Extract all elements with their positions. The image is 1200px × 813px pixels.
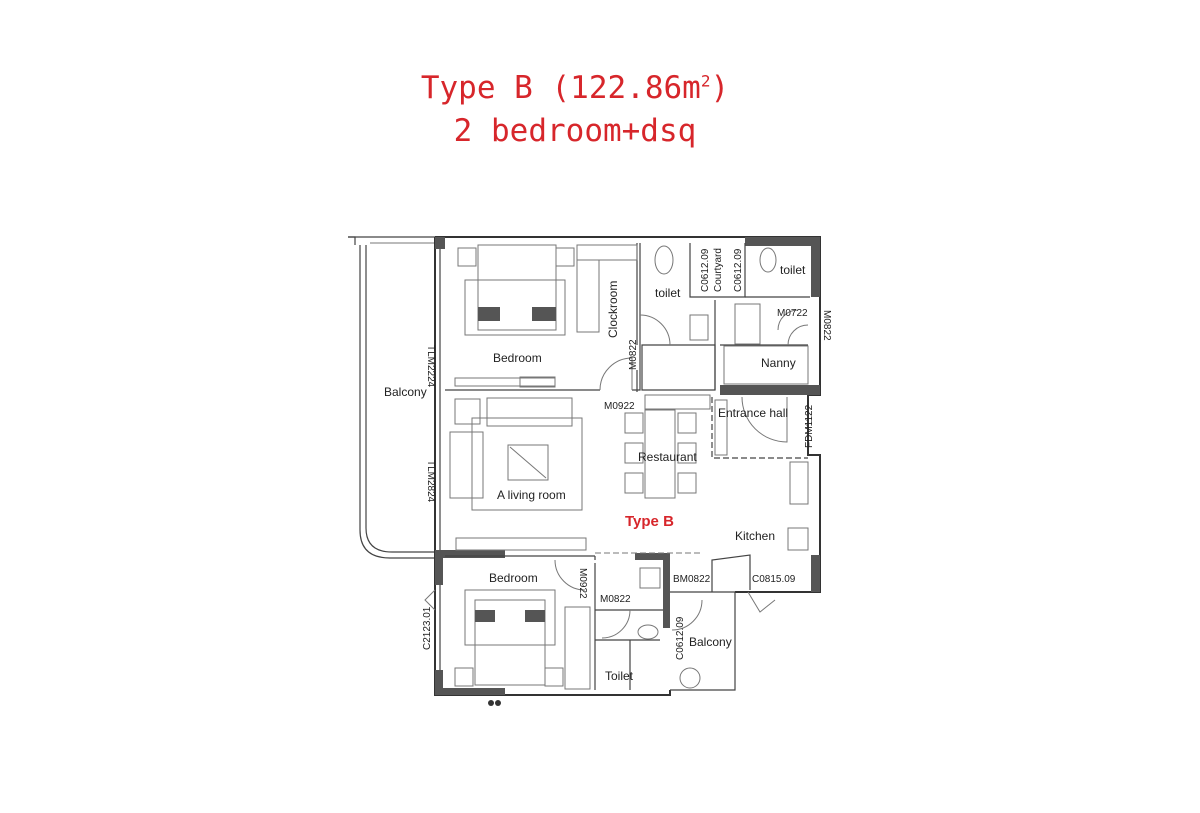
- furniture: [449, 244, 809, 706]
- label-balcony-right: Balcony: [689, 635, 732, 649]
- bed-main: [464, 279, 566, 336]
- code-m0822-bath: M0822: [600, 594, 631, 605]
- label-restaurant: Restaurant: [638, 450, 697, 464]
- code-m0922-top: M0922: [604, 401, 635, 412]
- code-m0922-bed: M0922: [577, 568, 588, 599]
- label-toilet-nanny: toilet: [780, 263, 806, 277]
- code-m0822-nanny: M0822: [821, 310, 832, 341]
- dining-table: [644, 409, 676, 499]
- code-tlm2224: TLM2224: [425, 345, 436, 388]
- label-nanny: Nanny: [761, 356, 796, 370]
- label-clockroom: Clockroom: [606, 281, 620, 338]
- label-entrance-hall: Entrance hall: [718, 406, 788, 420]
- plan-title: Type B (122.86m2): [420, 70, 730, 106]
- label-kitchen: Kitchen: [735, 529, 775, 543]
- exterior-walls: [434, 236, 821, 696]
- label-courtyard: Courtyard: [713, 248, 724, 292]
- label-plan-type: Type B: [625, 513, 674, 530]
- code-fdm1122: FDM1122: [804, 404, 815, 448]
- label-toilet-second: Toilet: [605, 669, 634, 683]
- code-c2123: C2123.01: [422, 606, 433, 650]
- code-tlm2824: TLM2824: [425, 460, 436, 503]
- label-living-room: A living room: [497, 488, 566, 502]
- code-m0822-clock: M0822: [628, 339, 639, 370]
- code-c0612-c: C0612.09: [675, 616, 686, 660]
- bed-second: [464, 589, 556, 646]
- interior-walls: [445, 243, 810, 690]
- code-c0815: C0815.09: [752, 574, 796, 585]
- code-c0612-b: C0612.09: [733, 248, 744, 292]
- code-bm0822: BM0822: [673, 574, 711, 585]
- label-bedroom-second: Bedroom: [489, 571, 538, 585]
- door-swings: [424, 309, 809, 639]
- plan-subtitle: 2 bedroom+dsq: [453, 113, 697, 149]
- label-bedroom-main: Bedroom: [493, 351, 542, 365]
- balcony-left-outline: [348, 236, 435, 559]
- label-toilet-main: toilet: [655, 286, 681, 300]
- label-balcony-left: Balcony: [384, 385, 427, 399]
- code-c0612-a: C0612.09: [700, 248, 711, 292]
- code-m0722: M0722: [777, 308, 808, 319]
